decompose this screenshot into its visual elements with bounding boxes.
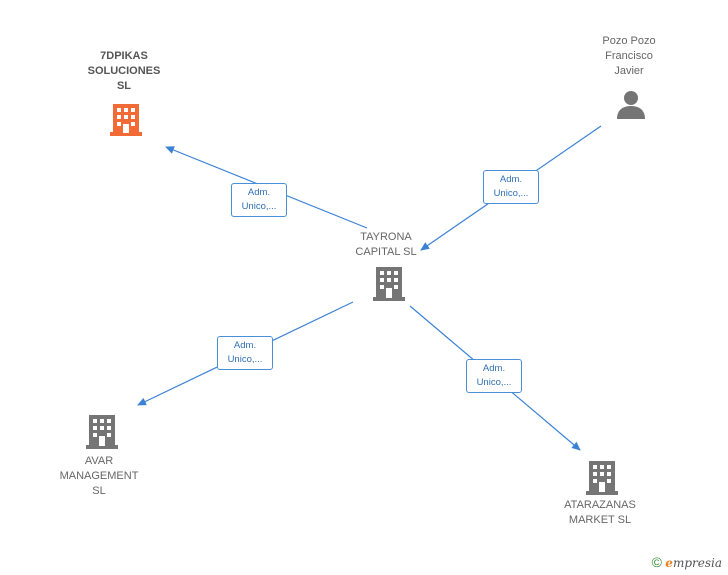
edge-label-line1: Adm. (233, 340, 257, 351)
edge-label-line2: Unico,... (476, 377, 512, 388)
node-label-avar[interactable]: AVAR MANAGEMENT SL (59, 455, 139, 497)
edge-label-atarazanas[interactable]: Adm. Unico,... (466, 359, 522, 393)
node-label-atarazanas[interactable]: ATARAZANAS MARKET SL (564, 499, 636, 526)
edge-label-line2: Unico,... (227, 354, 263, 365)
edge-label-line2: Unico,... (241, 201, 277, 212)
node-label-person[interactable]: Pozo Pozo Francisco Javier (602, 35, 656, 77)
edge-label-line1: Adm. (499, 174, 523, 185)
brand-initial: e (665, 556, 673, 570)
node-label-7dpikas[interactable]: 7DPIKAS SOLUCIONES SL (87, 50, 161, 92)
edge-label-person[interactable]: Adm. Unico,... (483, 170, 539, 204)
edge-label-line1: Adm. (247, 187, 271, 198)
copyright-symbol: © (651, 554, 662, 570)
building-icon[interactable] (110, 102, 142, 136)
edge-label-7dpikas[interactable]: Adm. Unico,... (231, 183, 287, 217)
edge-label-avar[interactable]: Adm. Unico,... (217, 336, 273, 370)
brand-name: mpresia (672, 556, 722, 570)
edge-label-line1: Adm. (482, 363, 506, 374)
building-icon[interactable] (86, 413, 118, 449)
building-icon[interactable] (373, 265, 405, 301)
edge-label-line2: Unico,... (493, 188, 529, 199)
node-label-tayrona[interactable]: TAYRONA CAPITAL SL (355, 231, 417, 258)
building-icon[interactable] (586, 459, 618, 495)
person-icon[interactable] (616, 90, 646, 120)
footer-brand[interactable]: © empresia (652, 554, 722, 570)
